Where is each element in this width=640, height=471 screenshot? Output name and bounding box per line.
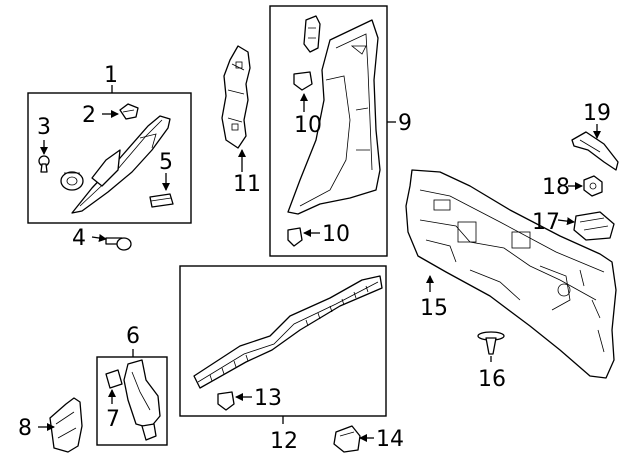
back-panel-insulator [405, 169, 617, 379]
callout-9: 9 [398, 111, 412, 136]
callout-13: 13 [254, 386, 282, 411]
retainer-7 [105, 369, 123, 389]
callout-15: 15 [420, 296, 448, 321]
screw-4 [105, 237, 132, 251]
callout-16: 16 [478, 367, 506, 392]
callout-8: 8 [18, 416, 32, 441]
group-box-1 [27, 92, 192, 224]
upper-bracket [303, 15, 321, 53]
nut-18 [583, 175, 603, 197]
clip-2 [119, 103, 139, 120]
bumper-pad-5 [149, 193, 174, 208]
bracket-8 [49, 397, 83, 453]
callout-10-upper: 10 [294, 113, 322, 138]
group-box-6 [96, 356, 168, 446]
push-clip-14 [333, 425, 361, 453]
scuff-plate [193, 275, 383, 389]
pillar-bracket-11 [221, 45, 251, 149]
pin-clip-10-lower [287, 227, 303, 247]
group-box-9 [269, 5, 388, 257]
quarter-trim-panel [287, 19, 381, 215]
pad-17 [573, 211, 615, 241]
leader-4 [91, 234, 107, 242]
sill-clip-13 [217, 391, 235, 411]
push-pin-16 [477, 331, 505, 355]
callout-12: 12 [270, 429, 298, 454]
callout-11: 11 [233, 172, 261, 197]
callout-3: 3 [37, 115, 51, 140]
callout-18: 18 [542, 175, 570, 200]
rear-corner-trim [123, 359, 161, 429]
callout-19: 19 [583, 101, 611, 126]
molding-19 [571, 131, 619, 171]
leader-17 [557, 217, 575, 226]
lower-clip [141, 423, 157, 441]
screw-3 [38, 155, 50, 173]
grommet [60, 171, 84, 191]
callout-4: 4 [72, 226, 86, 251]
callout-7: 7 [106, 407, 120, 432]
callout-10-lower: 10 [322, 222, 350, 247]
callout-2: 2 [82, 103, 96, 128]
callout-6: 6 [126, 324, 140, 349]
callout-1: 1 [104, 63, 118, 88]
callout-5: 5 [159, 150, 173, 175]
upper-trim-panel [71, 115, 171, 214]
pin-clip-10-upper [293, 71, 313, 91]
callout-14: 14 [376, 427, 404, 452]
callout-17: 17 [532, 210, 560, 235]
